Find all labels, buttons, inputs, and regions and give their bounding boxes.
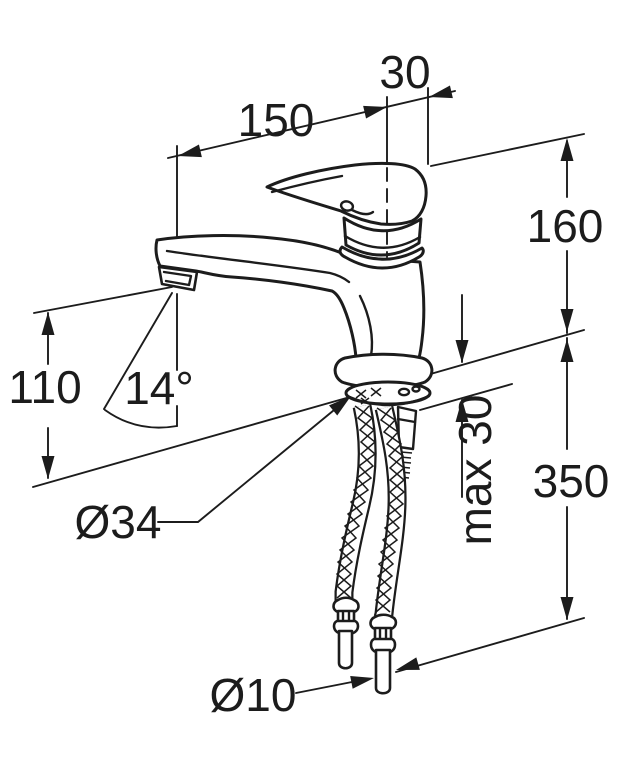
flange-braid-texture [355,387,382,405]
dim-line-150-30 [167,90,456,159]
arrowhead [41,312,55,335]
left-tail-pipe [337,629,354,670]
arrowhead [394,657,420,677]
arrowhead [363,100,389,119]
ext-line-handle-top [430,133,585,167]
tail-pipe-dia-label: Ø10 [210,669,297,721]
body-spout-outline [154,234,426,360]
arrowhead [427,85,453,104]
base-dia-label: Ø34 [75,496,162,548]
dim-tail-pipe-dia-10: Ø10 [210,657,420,721]
stud-threads [399,451,413,479]
left-fitting-collar [332,596,360,615]
deck-bottom-line [419,383,513,411]
base-collar [333,352,434,389]
angle-arc [104,409,178,429]
aerator-inner-rim [162,270,193,287]
dim-height-160: 160 [430,133,604,334]
arrowhead [560,309,574,332]
dim-handle-width-30: 30 [379,46,453,165]
right-fitting-grooves [378,627,388,641]
max-deck-label: max 30 [449,395,501,546]
spout-reach-label: 150 [238,94,315,146]
dim-max-deck-30: max 30 [449,294,501,546]
handle-cap [338,216,425,270]
left-fitting-grooves [341,610,351,623]
body-contour-line [358,294,374,358]
lever-underside-curve [350,208,375,216]
dim-spout-height-110: 110 [8,286,173,479]
deck-reference-lines [32,329,585,488]
spout-contour-line [165,249,351,284]
arrowhead [560,138,574,161]
arrowhead [560,339,574,362]
angle-annotation-14deg: 14° [103,292,194,429]
leader-line-d10 [295,681,353,694]
flange-hole-1 [397,387,411,397]
dim-hose-length-350: 350 [395,337,610,673]
spout-height-label: 110 [8,361,81,413]
left-hose-braid-a [335,405,377,599]
hose-length-label: 350 [533,455,610,507]
lever-edge-line [270,174,344,194]
leader-line-d34 [157,400,346,523]
flange-bottom-rim [345,394,431,407]
hose-end-fittings [332,596,398,695]
stream-angle-label: 14° [124,362,194,414]
right-hose-braid-b [374,407,406,613]
dim-spout-reach-150: 150 [167,90,456,240]
handle-width-label: 30 [379,46,430,98]
dim-base-dia-34: Ø34 [75,390,356,548]
lever-pivot-detail [339,200,355,212]
arrowhead [560,597,574,620]
deck-top-line-right [426,329,585,376]
ext-line-outlet-level [33,286,173,314]
handle-lever [265,161,428,226]
angle-slant-ray [103,292,173,410]
arrowhead [455,340,469,363]
arrowhead [41,456,55,479]
arrowhead [176,144,202,163]
right-tail-pipe [374,648,392,695]
right-fitting-collar [369,613,398,632]
ext-line-hose-end [395,617,585,673]
flange-hole-2 [411,385,421,393]
neck-ring [338,245,425,270]
cap-rim-line [343,234,422,249]
lever-blade [265,161,428,226]
faucet-base [333,352,434,407]
supply-hoses [334,403,407,621]
faucet-body [154,234,426,360]
deck-top-line-left [32,396,351,488]
arrowhead [350,671,376,689]
height-label: 160 [527,200,604,252]
stud-groove [396,417,417,424]
left-hose-braid-b [335,405,377,599]
